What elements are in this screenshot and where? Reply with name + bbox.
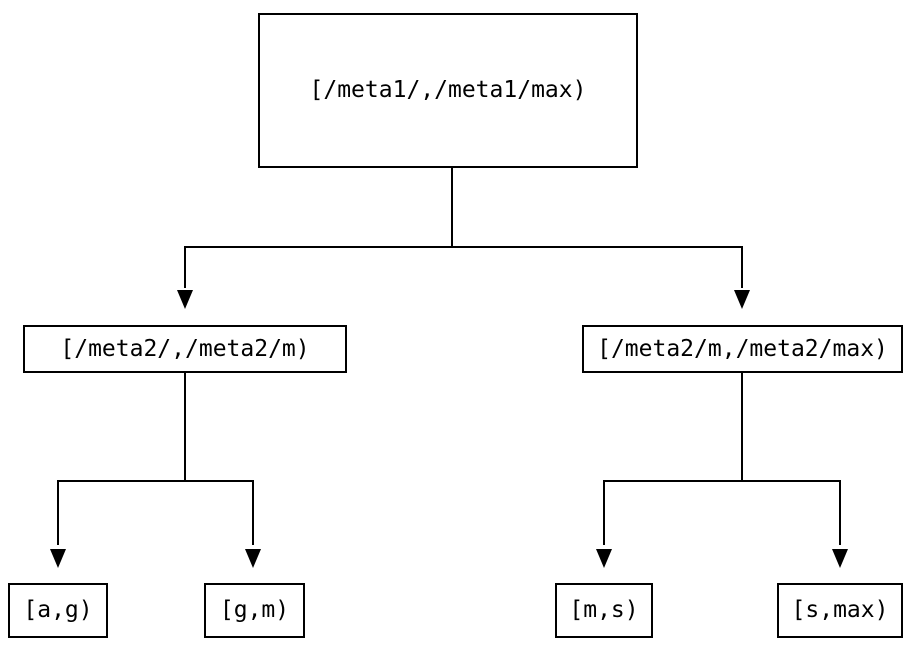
node-meta2-right: [/meta2/m,/meta2/max) bbox=[582, 325, 903, 373]
node-leaf-gm: [g,m) bbox=[204, 583, 305, 638]
node-meta2-left-label: [/meta2/,/meta2/m) bbox=[60, 335, 310, 362]
node-root: [/meta1/,/meta1/max) bbox=[258, 13, 638, 168]
node-leaf-smax-label: [s,max) bbox=[791, 597, 889, 623]
node-meta2-right-label: [/meta2/m,/meta2/max) bbox=[597, 335, 888, 362]
node-meta2-left: [/meta2/,/meta2/m) bbox=[23, 325, 347, 373]
edge-right-rail bbox=[603, 480, 841, 545]
edge-left-rail bbox=[57, 480, 254, 545]
node-leaf-ag-label: [a,g) bbox=[23, 597, 93, 623]
node-leaf-ms-label: [m,s) bbox=[569, 597, 639, 623]
node-leaf-ag: [a,g) bbox=[8, 583, 108, 638]
arrow-down-icon bbox=[177, 290, 193, 309]
arrow-down-icon bbox=[245, 549, 261, 568]
edge-root-rail bbox=[184, 246, 743, 288]
arrow-down-icon bbox=[596, 549, 612, 568]
arrow-down-icon bbox=[50, 549, 66, 568]
node-root-label: [/meta1/,/meta1/max) bbox=[309, 77, 587, 103]
node-leaf-smax: [s,max) bbox=[777, 583, 903, 638]
arrow-down-icon bbox=[734, 290, 750, 309]
arrow-down-icon bbox=[832, 549, 848, 568]
node-leaf-ms: [m,s) bbox=[555, 583, 653, 638]
node-leaf-gm-label: [g,m) bbox=[219, 597, 290, 623]
